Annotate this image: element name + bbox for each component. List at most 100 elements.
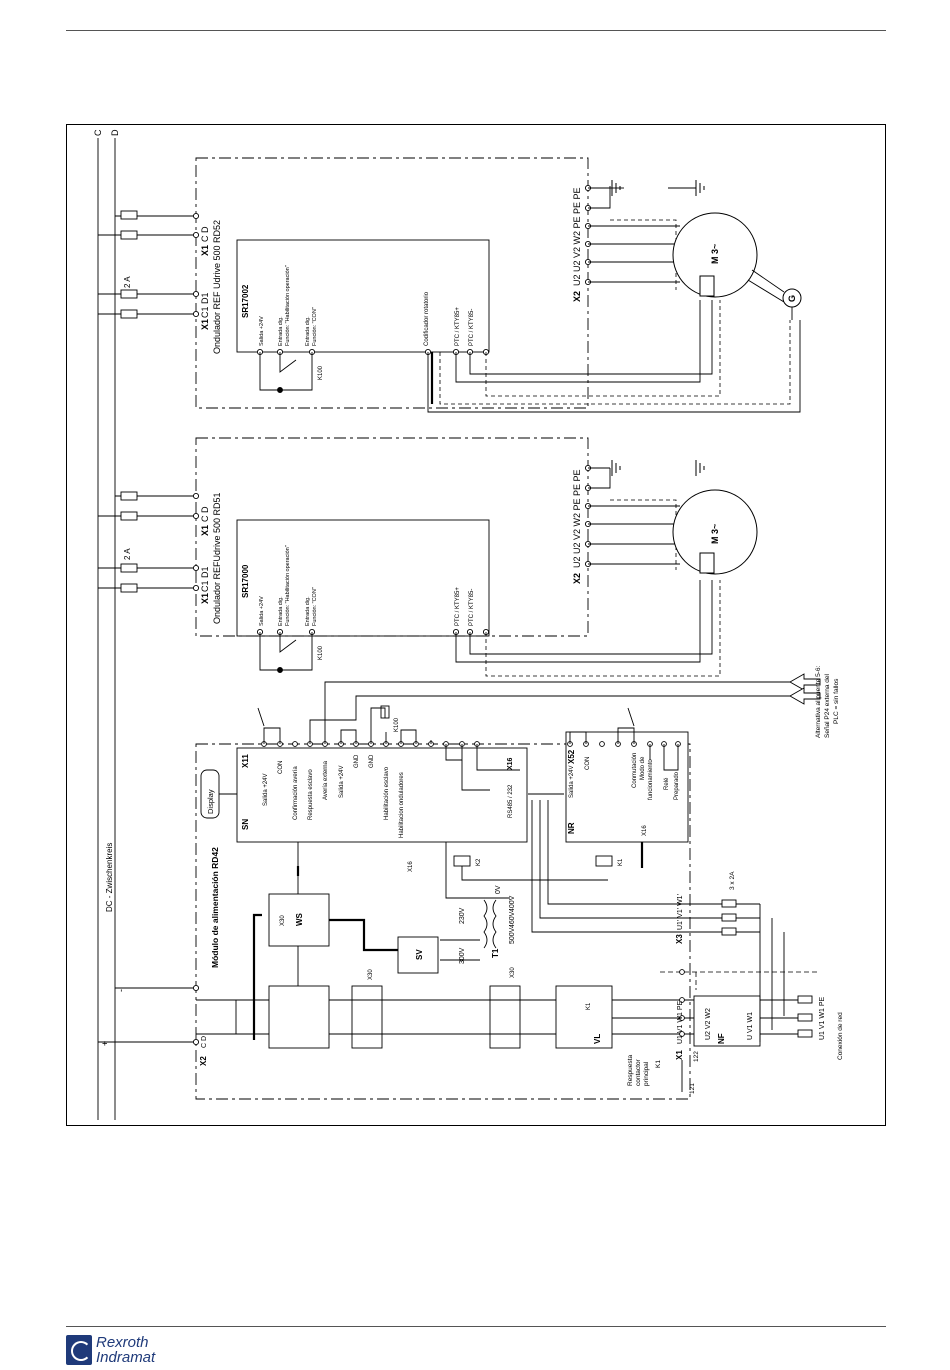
supply-x11-5: Salida +24V [339,765,345,798]
bus-c-label: C [93,129,103,136]
drive2-terms: C1 D1 [200,566,210,592]
drive2-terms-cd: C D [200,506,210,522]
drive2-ptc1: PTC / KTY85+ [455,587,461,626]
supply-x52: X52 [567,749,576,764]
drive1-sig1: Salida +24V [259,316,265,346]
bus-title: DC - Zwischenkreis [105,843,114,912]
alt-note-l2: Señal P24 externa del [824,673,831,738]
supply-x52-8: Preparado [674,771,680,800]
alt-note-l3: PLC = sin fallos [833,678,840,724]
drive1-sig3b: Función: "CON" [312,307,318,346]
bus-minus: - [116,989,126,992]
supply-resp3: principal [643,1061,650,1086]
drive1-fuse: 2 A [123,276,132,288]
drive1-sig2b: Función: "Habilitación operación" [285,265,291,346]
supply-x11-8: Habilitación esclavo [384,766,390,820]
supply-tap-0: 0V [495,885,502,894]
supply-x11-2: Confirmación avería [293,766,299,820]
supply-display: Display [206,789,215,814]
supply-t122: 122 [693,1051,700,1062]
drive2-sig3a: Entrada dig. [305,596,311,626]
supply-x3: X3 [675,934,684,944]
schematic-frame [66,124,886,1126]
brand-line-1: Rexroth [96,1334,149,1351]
supply-resp1: Respuesta [627,1055,634,1086]
supply-tap-3: 500V [509,927,516,944]
supply-x52-7: Relé [664,777,670,790]
supply-x11-4: Avería externa [323,760,329,800]
drive1-gen: G [787,295,797,302]
drive1-terms-cd-x1: X1 [200,245,210,256]
drive1-sig2a: Entrada dig. [278,316,284,346]
supply-tap-2: 460V [509,911,516,928]
supply-ws: WS [295,912,304,926]
drive2-card: SR17000 [241,564,250,598]
supply-mains: Conexión de red [837,1012,844,1060]
header-rule [66,30,886,31]
supply-x52-4: Conmutación [632,753,638,788]
drive1-ptc1: PTC / KTY85+ [455,307,461,346]
supply-sn: SN [241,819,250,830]
drive2-sig1: Salida +24V [259,596,265,626]
supply-t1: T1 [491,948,500,958]
supply-x11-6: GND [354,754,360,768]
drive2-fuse: 2 A [123,548,132,560]
footer-rule [66,1326,886,1327]
supply-rs: RS485 / 232 [508,784,514,818]
supply-k100: K100 [394,717,400,732]
supply-x1: X1 [675,1050,684,1060]
supply-k1: K1 [618,858,624,866]
supply-sv: SV [415,949,424,960]
drive1-out: U2 U2 V2 W2 PE PE PE [572,187,582,286]
supply-k1b: K1 [586,1002,592,1010]
supply-x52-0: Salida +24V [569,765,575,798]
supply-x52-1: CON [585,757,591,770]
drive1-terms: C1 D1 [200,292,210,318]
drive2-out: U2 U2 V2 W2 PE PE PE [572,469,582,568]
supply-x52-5: Modo de [640,756,646,780]
drive1-motor: M 3~ [710,244,720,264]
drive1-name: Ondulador REF Udrive 500 RD52 [212,220,222,354]
bus-plus: + [100,1041,110,1046]
rexroth-logo-icon [66,1335,92,1365]
supply-fuse3: 3 x 2A [729,871,736,890]
supply-x16b: X16 [408,861,414,872]
brand-logo: Rexroth Indramat [66,1333,155,1367]
supply-x1-terms: U1 V1 W1 PE [677,1000,684,1044]
supply-x11-1: CON [278,761,284,774]
drive2-sig2a: Entrada dig. [278,596,284,626]
drive1-k100: K100 [318,365,324,380]
drive1-sig3a: Entrada dig. [305,316,311,346]
supply-x2: X2 [199,1056,208,1066]
supply-v230: 230V [459,907,466,924]
drive2-x1: X1 [200,593,210,604]
drive1-terms-cd: C D [200,226,210,242]
supply-title: Módulo de alimentación RD42 [210,847,220,968]
supply-k2: K2 [476,858,482,866]
alt-note-l1: Alternativa al puente 5-6: [815,666,822,738]
supply-x2-terms: C D [201,1036,208,1048]
supply-t121: 121 [689,1083,696,1094]
supply-nr: NR [567,822,576,834]
drive2-motor: M 3~ [710,524,720,544]
supply-x11-3: Respuesta esclavo [308,769,314,820]
drive1-x2: X2 [572,291,582,302]
supply-x16c: X16 [642,825,648,836]
supply-v300: 300V [459,947,466,964]
supply-vl: VL [593,1034,602,1044]
bus-d-label: D [110,129,120,136]
supply-x11-9: Habilitacion onduladores [399,772,405,838]
brand-line-2: Indramat [96,1349,156,1366]
drive2-sig2b: Función: "Habilitación operación" [285,545,291,626]
drive2-x2: X2 [572,573,582,584]
drive1-ptc2: PTC / KTY85- [469,309,475,346]
supply-x11: X11 [241,754,250,768]
supply-x30: X30 [280,915,286,926]
supply-x16: X16 [507,757,514,770]
drive2-ptc2: PTC / KTY85- [469,589,475,626]
supply-x11-0: Salida +24V [263,773,269,806]
supply-resp4: K1 [655,1060,662,1068]
supply-resp2: contactor [635,1058,642,1086]
supply-x30c: X30 [510,967,516,978]
